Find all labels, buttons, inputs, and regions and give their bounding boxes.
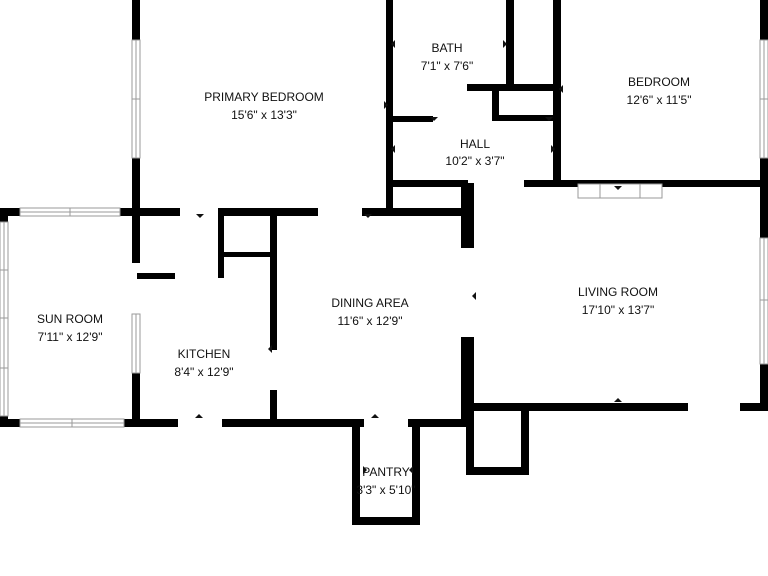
wall-kitchen-nook-left — [218, 208, 224, 278]
wall-sun-kitchen-top — [132, 208, 140, 263]
room-pantry-size: 3'3" x 5'10" — [356, 483, 415, 497]
wall-bump-right — [521, 403, 529, 475]
wall-primary-bottom-3 — [362, 208, 468, 216]
wall-primary-bottom — [120, 208, 180, 216]
room-kitchen-size: 8'4" x 12'9" — [174, 365, 233, 379]
wall-living-left-top — [461, 183, 474, 248]
room-dining-area-name: DINING AREA — [331, 296, 408, 310]
room-living-room-size: 17'10" x 13'7" — [582, 303, 655, 317]
room-bedroom-name: BEDROOM — [628, 75, 690, 89]
wall-bottom-right — [408, 419, 474, 427]
wall-bedroom-right — [760, 0, 768, 410]
room-sun-room-name: SUN ROOM — [37, 312, 103, 326]
wall-hall-bottom — [393, 180, 468, 187]
wall-pantry-left — [352, 419, 360, 525]
wall-closet-top — [467, 84, 559, 91]
room-dining-area-size: 11'6" x 12'9" — [338, 314, 403, 328]
room-sun-room-size: 7'11" x 12'9" — [38, 330, 103, 344]
wall-bath-right — [506, 0, 514, 90]
wall-bottom-mid — [222, 419, 364, 427]
room-primary-bedroom-name: PRIMARY BEDROOM — [204, 90, 324, 104]
wall-kitchen-nook-bottom — [218, 252, 274, 257]
door-markers — [195, 40, 622, 474]
wall-kitchen-dining-top — [270, 208, 277, 350]
wall-closet-mid — [492, 86, 499, 120]
wall-sun-kitchen-bottom — [132, 373, 140, 426]
wall-bath-bottom — [393, 116, 433, 122]
wall-living-bottom-right — [740, 403, 768, 411]
fireplace — [577, 183, 663, 199]
wall-pantry-right — [412, 419, 420, 525]
room-living-room-name: LIVING ROOM — [578, 285, 658, 299]
wall-pantry-bottom — [352, 517, 420, 525]
wall-bedroom-left — [553, 0, 561, 185]
wall-primary-right — [386, 0, 393, 215]
wall-living-bottom — [468, 403, 688, 411]
room-bath-name: BATH — [431, 41, 462, 55]
wall-primary-bottom-left — [0, 208, 20, 216]
room-bath-size: 7'1" x 7'6" — [421, 59, 473, 73]
room-bedroom-size: 12'6" x 11'5" — [627, 93, 692, 107]
room-primary-bedroom-size: 15'6" x 13'3" — [231, 108, 297, 122]
room-pantry-name: PANTRY — [362, 465, 410, 479]
room-kitchen-name: KITCHEN — [178, 347, 231, 361]
wall-bump-left — [466, 403, 474, 475]
wall-bump-bottom — [466, 467, 529, 475]
room-hall-size: 10'2" x 3'7" — [445, 154, 504, 168]
wall-primary-bottom-2 — [218, 208, 318, 216]
wall-kitchen-stub — [137, 273, 175, 279]
room-labels: PRIMARY BEDROOM 15'6" x 13'3" BATH 7'1" … — [37, 41, 691, 497]
wall-kitchen-dining-bottom — [270, 390, 277, 426]
wall-closet-bottom — [492, 115, 559, 121]
room-hall-name: HALL — [460, 137, 490, 151]
windows — [0, 39, 768, 428]
